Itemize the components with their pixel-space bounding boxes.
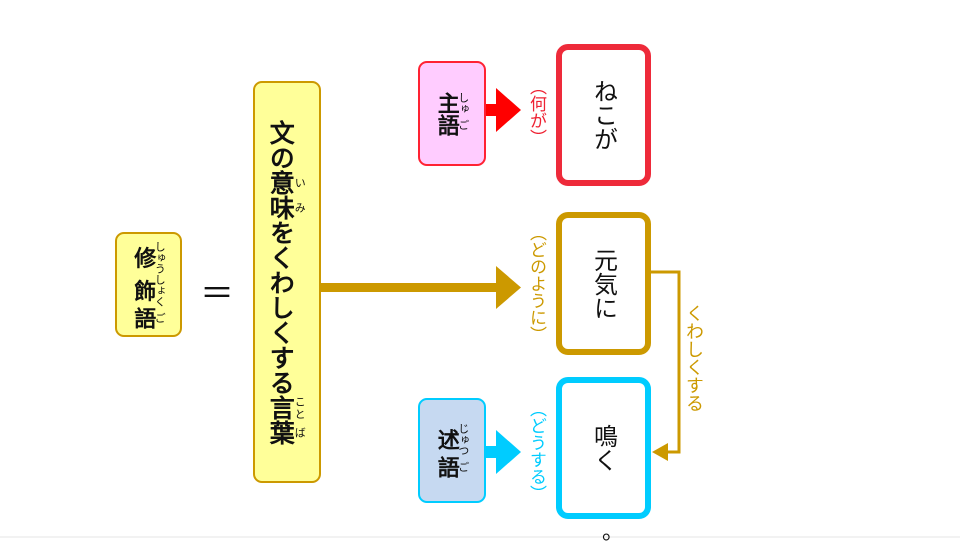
main-arrow [320,266,521,309]
modifier-term-box: 修しゅう飾しょく語ご [115,232,182,337]
subject-label-box: 主しゅ語ご [418,61,486,166]
modifier-word-box: 元気に [556,212,651,355]
predicate-label-box: 述じゅつ語ご [418,398,486,503]
modifier-hint: （どのように） [526,224,546,343]
subject-word-box: ねこが [556,44,651,186]
subject-label: 主しゅ語ご [433,91,470,136]
equals-sign: ＝ [200,274,234,314]
definition-text: 文の意い味みをくわしくする言こと葉ば [266,119,307,445]
modifier-word: 元気に [589,247,618,320]
predicate-word-box: 鳴く [556,377,651,519]
modifies-bracket-arrow [650,270,681,461]
subject-hint: （何が） [526,78,546,146]
predicate-hint: （どうする） [526,400,546,502]
connector-label: くわしくする [683,304,704,412]
period: 。 [602,520,625,545]
predicate-arrow [485,430,521,474]
predicate-label: 述じゅつ語ご [433,423,470,478]
definition-box: 文の意い味みをくわしくする言こと葉ば [253,81,321,483]
predicate-word: 鳴く [589,424,618,472]
subject-arrow [485,88,521,132]
modifier-term: 修しゅう飾しょく語ご [130,240,167,329]
subject-word: ねこが [589,79,618,151]
